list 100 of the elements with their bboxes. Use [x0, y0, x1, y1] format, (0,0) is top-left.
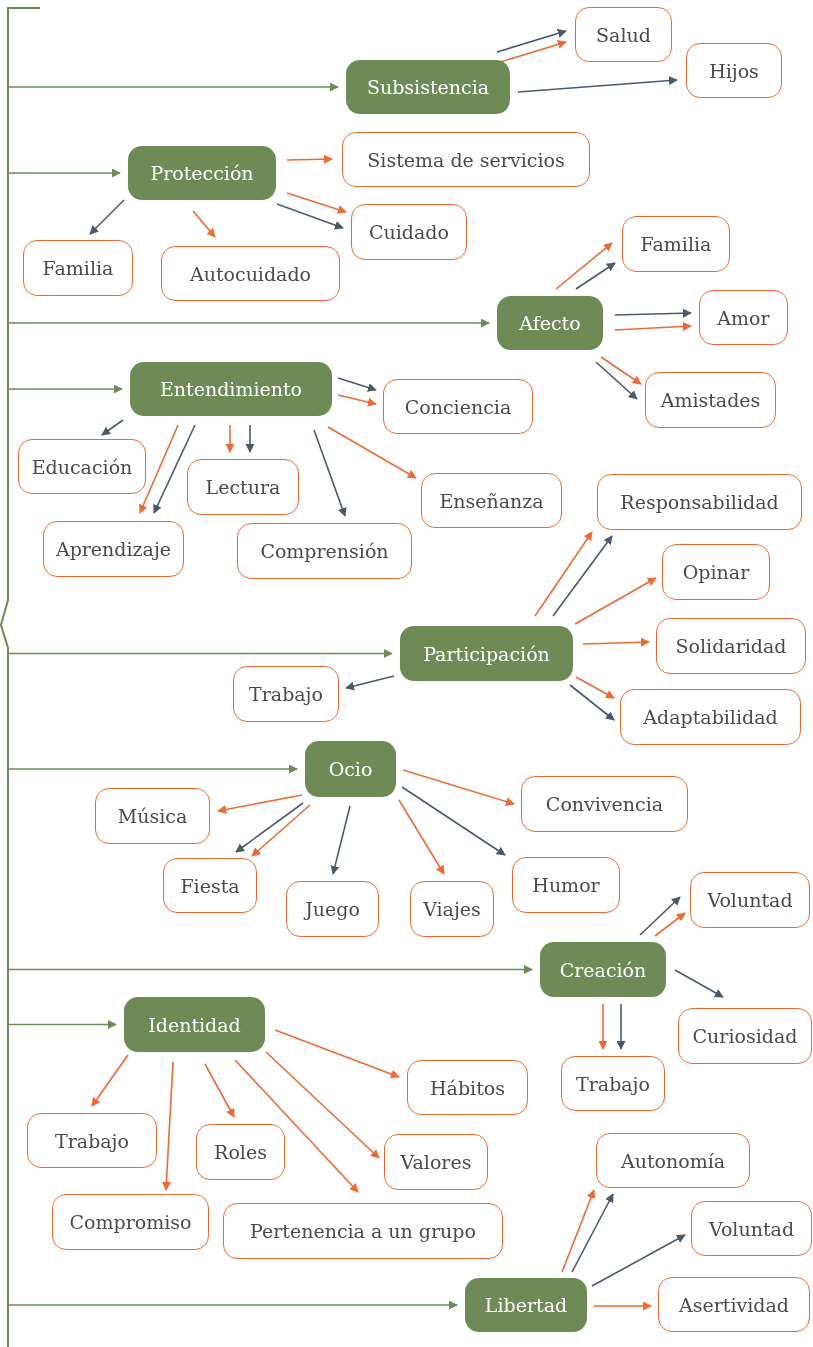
- item-box: Fiesta: [163, 858, 257, 913]
- item-box: Compromiso: [52, 1194, 209, 1250]
- arrow: [569, 684, 615, 721]
- arrow: [217, 794, 303, 814]
- arrow: [8, 82, 339, 92]
- arrow: [496, 29, 567, 53]
- item-box: Trabajo: [561, 1056, 665, 1111]
- category-box: Protección: [128, 146, 276, 200]
- item-box: Roles: [196, 1124, 285, 1180]
- arrow: [265, 1051, 380, 1159]
- arrow: [614, 308, 692, 318]
- arrow: [571, 1193, 614, 1273]
- arrow: [591, 1234, 686, 1287]
- item-box: Viajes: [410, 881, 494, 937]
- arrow: [8, 1020, 117, 1029]
- arrow: [8, 384, 123, 394]
- arrow: [499, 40, 567, 63]
- item-box: Humor: [512, 857, 620, 913]
- item-box: Comprensión: [237, 523, 412, 579]
- arrow: [330, 805, 351, 875]
- arrow: [276, 203, 344, 230]
- item-box: Hijos: [686, 43, 782, 98]
- item-box: Adaptabilidad: [620, 689, 801, 745]
- arrow: [593, 1301, 652, 1311]
- arrow: [8, 168, 121, 178]
- arrow: [555, 242, 613, 290]
- item-box: Música: [95, 788, 210, 844]
- category-box: Libertad: [465, 1278, 587, 1332]
- item-box: Responsabilidad: [597, 474, 802, 530]
- item-box: Autocuidado: [161, 246, 340, 301]
- item-box: Familia: [23, 240, 133, 296]
- item-box: Solidaridad: [656, 618, 806, 674]
- item-box: Cuidado: [351, 204, 467, 260]
- item-box: Amistades: [645, 372, 776, 428]
- item-box: Trabajo: [233, 666, 339, 722]
- arrow: [337, 394, 377, 407]
- arrow: [582, 637, 650, 647]
- arrow: [101, 419, 124, 436]
- arrow: [225, 424, 235, 453]
- arrow: [614, 321, 692, 331]
- arrow: [286, 154, 333, 164]
- item-box: Valores: [384, 1134, 488, 1190]
- arrow: [245, 424, 255, 453]
- arrow: [575, 676, 615, 699]
- arrow: [561, 1189, 596, 1273]
- arrow: [91, 1054, 129, 1107]
- item-box: Curiosidad: [678, 1008, 812, 1064]
- arrow: [8, 965, 533, 974]
- item-box: Conciencia: [383, 379, 533, 434]
- arrow: [574, 577, 657, 625]
- arrow: [8, 318, 490, 328]
- arrow: [595, 361, 638, 400]
- arrow: [251, 804, 311, 857]
- arrow: [234, 1059, 359, 1193]
- arrow: [337, 377, 377, 392]
- arrow: [204, 1063, 235, 1118]
- arrow: [89, 199, 125, 235]
- item-box: Asertividad: [658, 1277, 810, 1332]
- arrow: [654, 912, 686, 937]
- arrow: [575, 262, 616, 290]
- arrow: [674, 969, 724, 998]
- item-box: Convivencia: [521, 776, 688, 832]
- category-box: Identidad: [124, 997, 265, 1052]
- arrow: [401, 786, 506, 856]
- category-box: Creación: [540, 942, 666, 997]
- item-box: Juego: [286, 881, 379, 937]
- category-box: Afecto: [497, 296, 603, 350]
- arrow: [600, 356, 642, 385]
- item-box: Trabajo: [27, 1113, 157, 1168]
- item-box: Voluntad: [691, 1201, 812, 1256]
- arrow: [139, 424, 179, 514]
- item-box: Amor: [699, 290, 788, 345]
- item-box: Autonomía: [596, 1133, 750, 1188]
- item-box: Hábitos: [407, 1060, 528, 1115]
- arrow: [639, 896, 681, 936]
- arrow: [161, 1061, 174, 1191]
- arrow: [274, 1029, 400, 1079]
- arrow: [517, 76, 678, 93]
- item-box: Salud: [575, 7, 672, 62]
- arrow: [153, 424, 196, 514]
- category-box: Entendimiento: [130, 362, 332, 416]
- arrow: [313, 429, 347, 517]
- arrow: [534, 531, 593, 617]
- arrow: [8, 764, 298, 774]
- item-box: Enseñanza: [421, 473, 562, 528]
- arrow: [327, 426, 417, 479]
- arrow: [8, 649, 393, 658]
- item-box: Educación: [18, 439, 146, 494]
- arrow: [192, 210, 216, 238]
- item-box: Familia: [622, 216, 730, 272]
- item-box: Lectura: [187, 459, 299, 515]
- arrow: [8, 1300, 458, 1310]
- arrow: [402, 769, 515, 806]
- arrow: [552, 535, 613, 617]
- arrow: [345, 675, 395, 691]
- item-box: Voluntad: [690, 872, 810, 928]
- category-box: Subsistencia: [346, 60, 510, 114]
- arrow: [598, 1003, 608, 1050]
- arrow: [398, 799, 445, 875]
- item-box: Aprendizaje: [43, 521, 184, 577]
